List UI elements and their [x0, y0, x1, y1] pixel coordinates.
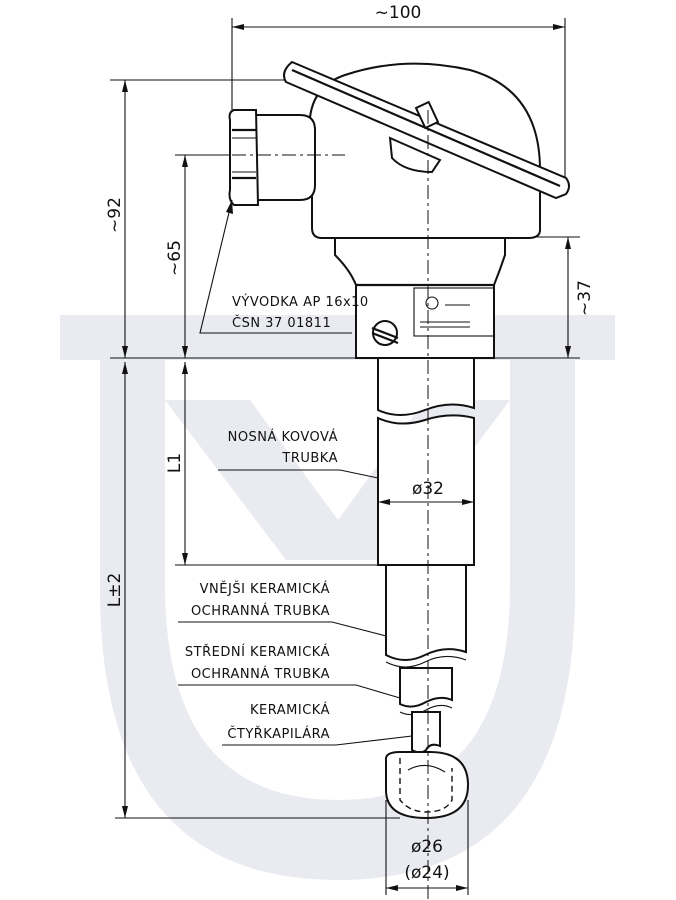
dimension-width-top: ~100: [231, 3, 566, 190]
callout-cable-gland: VÝVODKA AP 16x10 ČSN 37 01811: [199, 199, 369, 334]
dimension-length-l1: L1: [165, 362, 378, 566]
callout-metal-tube: NOSNÁ KOVOVÁ TRUBKA: [218, 429, 379, 479]
middle-ceramic-tube: [399, 667, 453, 716]
gland-label-line1: VÝVODKA AP 16x10: [232, 294, 369, 310]
sensor-tip: [384, 751, 470, 820]
locking-screw: [371, 320, 399, 346]
dimension-height-total: ~92: [105, 79, 290, 358]
capillary-label-line2: ČTYŘKAPILÁRA: [227, 726, 330, 742]
capillary-label-line1: KERAMICKÁ: [250, 702, 330, 718]
metal-support-tube: ø32: [377, 357, 475, 566]
dim-dia-bottom-alt-text: (ø24): [404, 863, 449, 883]
dimension-length-total: L±2: [105, 362, 400, 819]
dim-height-gland-text: ~65: [165, 240, 185, 276]
ceramic-capillary: [411, 711, 441, 754]
outer-ceramic-label-line1: VNĚJŠI KERAMICKÁ: [200, 581, 330, 597]
callout-capillary: KERAMICKÁ ČTYŘKAPILÁRA: [222, 702, 413, 746]
outer-ceramic-label-line2: OCHRANNÁ TRUBKA: [191, 603, 330, 619]
dim-length-total-text: L±2: [105, 573, 125, 608]
dim-width-top-text: ~100: [375, 3, 422, 23]
cable-gland: [228, 109, 316, 206]
metal-tube-label-line2: TRUBKA: [281, 451, 338, 466]
dim-dia-bottom-text: ø26: [411, 837, 443, 857]
callout-outer-ceramic: VNĚJŠI KERAMICKÁ OCHRANNÁ TRUBKA: [178, 581, 387, 637]
metal-tube-label-line1: NOSNÁ KOVOVÁ: [228, 429, 338, 445]
outer-ceramic-tube: [385, 564, 467, 668]
terminal-head: [228, 60, 570, 359]
dim-height-total-text: ~92: [105, 197, 125, 233]
ku-logo-watermark-icon: [60, 315, 615, 880]
callout-middle-ceramic: STŘEDNÍ KERAMICKÁ OCHRANNÁ TRUBKA: [178, 644, 401, 699]
dimension-dia-bottom: ø26 (ø24): [385, 800, 469, 895]
dim-height-neck-text: ~37: [575, 280, 595, 316]
dim-length-l1-text: L1: [165, 453, 185, 473]
middle-ceramic-label-line1: STŘEDNÍ KERAMICKÁ: [185, 644, 330, 660]
dimension-height-gland: ~65: [165, 154, 235, 358]
gland-label-line2: ČSN 37 01811: [232, 315, 331, 331]
middle-ceramic-label-line2: OCHRANNÁ TRUBKA: [191, 666, 330, 682]
